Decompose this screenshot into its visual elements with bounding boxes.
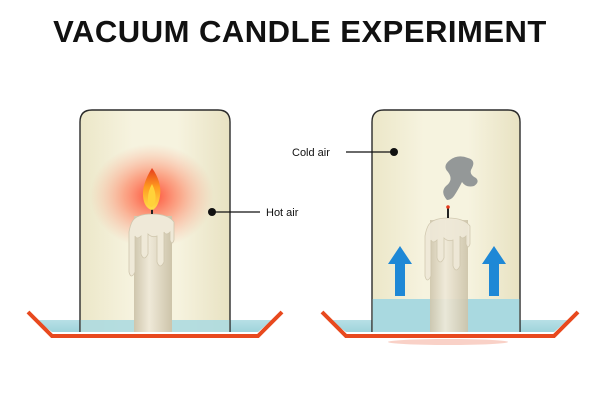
right-dish [320,310,580,338]
arrow-up-icon [482,246,506,296]
cold-air-label: Cold air [292,147,330,159]
right-setup: Cold air [292,109,580,345]
right-candle [424,205,471,332]
left-candle [128,204,175,332]
left-dish [26,310,284,338]
diagram-title: VACUUM CANDLE EXPERIMENT [53,14,547,49]
smoke-icon [443,156,478,200]
dish-shadow [388,339,508,345]
left-setup: Hot air [26,109,299,338]
arrow-up-icon [388,246,412,296]
hot-air-label: Hot air [266,207,299,219]
flame-icon [142,168,161,210]
